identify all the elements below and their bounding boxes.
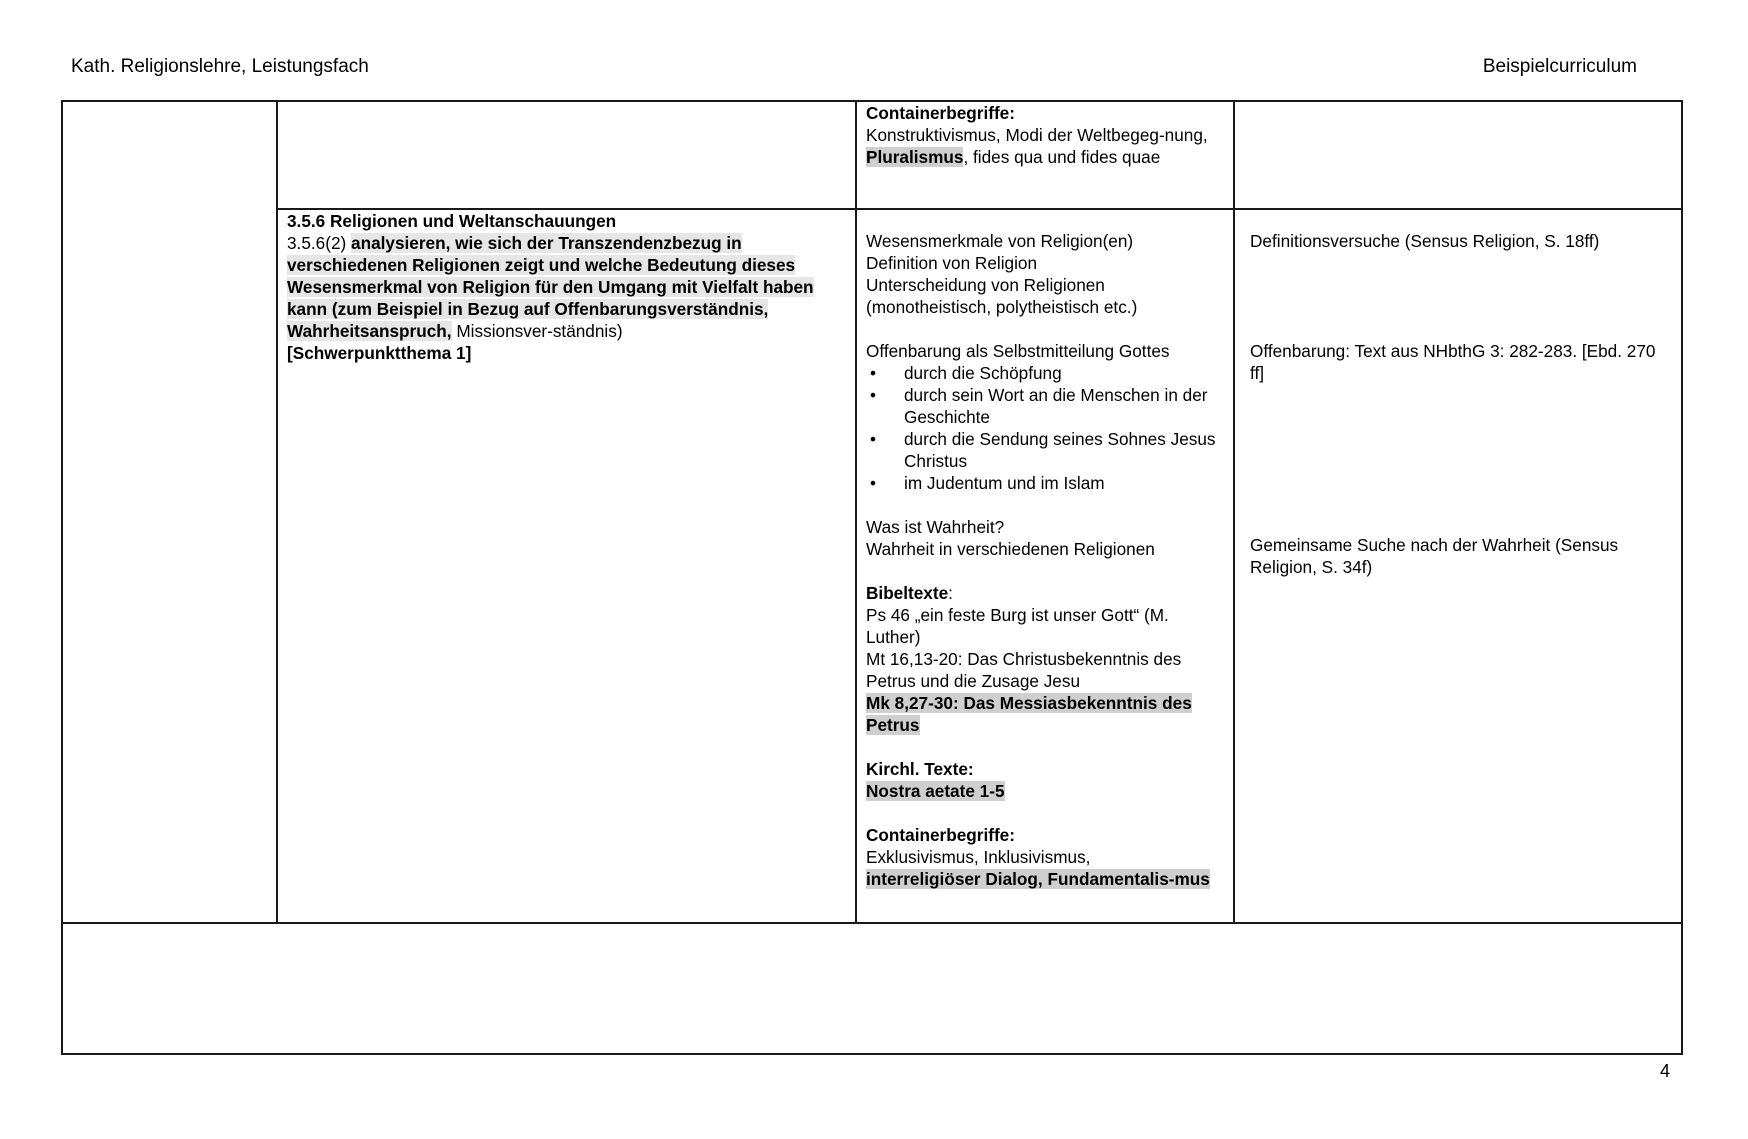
list-item: durch sein Wort an die Menschen in der G… [866, 384, 1228, 428]
content-line: Unterscheidung von Religionen [866, 275, 1105, 295]
document-header-title: Beispielcurriculum [1482, 56, 1637, 77]
container-terms-plain: Exklusivismus, Inklusivismus, [866, 847, 1091, 867]
revelation-list: durch die Schöpfung durch sein Wort an d… [866, 362, 1228, 494]
container-terms-highlighted: interreligiöser Dialog, Fundamentalis-mu… [866, 869, 1210, 889]
competence-text: 3.5.6(2) analysieren, wie sich der Trans… [287, 232, 849, 342]
table-border-left [61, 100, 63, 1055]
document-header-subject: Kath. Religionslehre, Leistungsfach [71, 56, 369, 77]
content-line: Definition von Religion [866, 253, 1038, 273]
material-note: Offenbarung: Text aus NHbthG 3: 282-283.… [1250, 341, 1656, 383]
table-column-divider [276, 100, 278, 924]
list-item: im Judentum und im Islam [866, 472, 1228, 494]
bible-texts-heading: Bibeltexte: [866, 583, 953, 603]
competence-cell: 3.5.6 Religionen und Weltanschauungen 3.… [287, 210, 849, 364]
content-line: Wesensmerkmale von Religion(en) [866, 231, 1134, 251]
list-item: durch die Sendung seines Sohnes Jesus Ch… [866, 428, 1228, 472]
bible-text: Ps 46 „ein feste Burg ist unser Gott“ (M… [866, 605, 1169, 647]
material-note: Gemeinsame Suche nach der Wahrheit (Sens… [1250, 535, 1619, 577]
container-terms-text: Konstruktivismus, Modi der Weltbegeg-nun… [866, 125, 1208, 167]
bible-text-highlighted: Mk 8,27-30: Das Messiasbekenntnis des Pe… [866, 693, 1192, 735]
highlighted-term: Pluralismus [866, 147, 964, 167]
section-heading: 3.5.6 Religionen und Weltanschauungen [287, 211, 617, 231]
competence-code: 3.5.6(2) [287, 233, 352, 253]
page-number: 4 [1660, 1061, 1671, 1081]
table-column-divider [1233, 100, 1235, 924]
content-line: (monotheistisch, polytheistisch etc.) [866, 297, 1138, 317]
competence-highlight: analysieren, wie sich der Transzendenzbe… [287, 233, 814, 341]
focus-topic-tag: [Schwerpunktthema 1] [287, 343, 472, 363]
content-line: Wahrheit in verschiedenen Religionen [866, 539, 1155, 559]
notes-cell: Gemeinsame Suche nach der Wahrheit (Sens… [1250, 534, 1674, 578]
list-item: durch die Schöpfung [866, 362, 1228, 384]
table-border-bottom [61, 1053, 1683, 1055]
table-border-right [1681, 100, 1683, 1055]
church-texts-heading: Kirchl. Texte: [866, 759, 974, 779]
content-line: Was ist Wahrheit? [866, 517, 1005, 537]
material-note: Definitionsversuche (Sensus Religion, S.… [1250, 231, 1600, 251]
container-terms-heading: Containerbegriffe: [866, 103, 1015, 123]
content-cell: Wesensmerkmale von Religion(en) Definiti… [866, 230, 1228, 890]
table-row-divider [61, 922, 1683, 924]
bible-text: Mt 16,13-20: Das Christusbekenntnis des … [866, 649, 1182, 691]
table-row-divider [277, 208, 1683, 210]
container-terms-heading: Containerbegriffe: [866, 825, 1015, 845]
revelation-title: Offenbarung als Selbstmitteilung Gottes [866, 341, 1170, 361]
church-text-highlighted: Nostra aetate 1-5 [866, 781, 1005, 801]
table-column-divider [855, 100, 857, 924]
notes-cell: Offenbarung: Text aus NHbthG 3: 282-283.… [1250, 340, 1674, 384]
row1-content-cell: Containerbegriffe: Konstruktivismus, Mod… [866, 102, 1226, 168]
competence-rest: Missionsver-ständnis) [451, 321, 623, 341]
table-border-top [61, 100, 1683, 102]
notes-cell: Definitionsversuche (Sensus Religion, S.… [1250, 230, 1674, 252]
